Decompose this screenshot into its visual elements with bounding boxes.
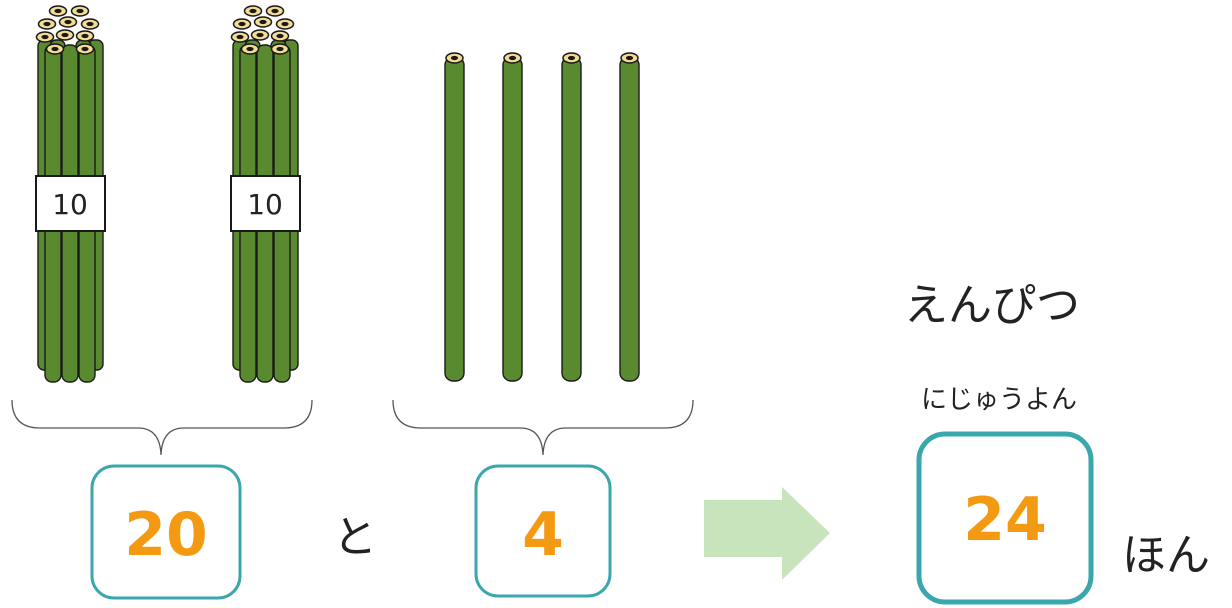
bundle-tag	[230, 175, 301, 232]
tens-box	[90, 464, 242, 600]
loose-pencil-4	[619, 52, 640, 382]
answer-title: えんぴつ	[904, 280, 1080, 331]
connector-to: と	[333, 512, 377, 563]
tens-value: 20	[124, 500, 208, 570]
ones-box	[474, 464, 612, 598]
pencil-bundle-1: 10	[35, 5, 106, 383]
answer-box	[916, 431, 1094, 605]
pencil-bundle-2: 10	[230, 5, 301, 383]
bundle-tag	[35, 175, 106, 232]
answer-reading: にじゅうよん	[921, 385, 1077, 415]
bundle-1-label: 10	[52, 188, 88, 221]
loose-pencil-1	[444, 52, 465, 382]
ones-value: 4	[522, 500, 564, 570]
bundle-2-label: 10	[247, 188, 283, 221]
brace-ones	[392, 399, 694, 456]
answer-value: 24	[963, 485, 1047, 555]
loose-pencil-2	[502, 52, 523, 382]
loose-pencil-3	[561, 52, 582, 382]
answer-unit: ほん	[1122, 530, 1210, 581]
brace-tens	[11, 399, 313, 456]
right-arrow-icon	[704, 487, 830, 580]
